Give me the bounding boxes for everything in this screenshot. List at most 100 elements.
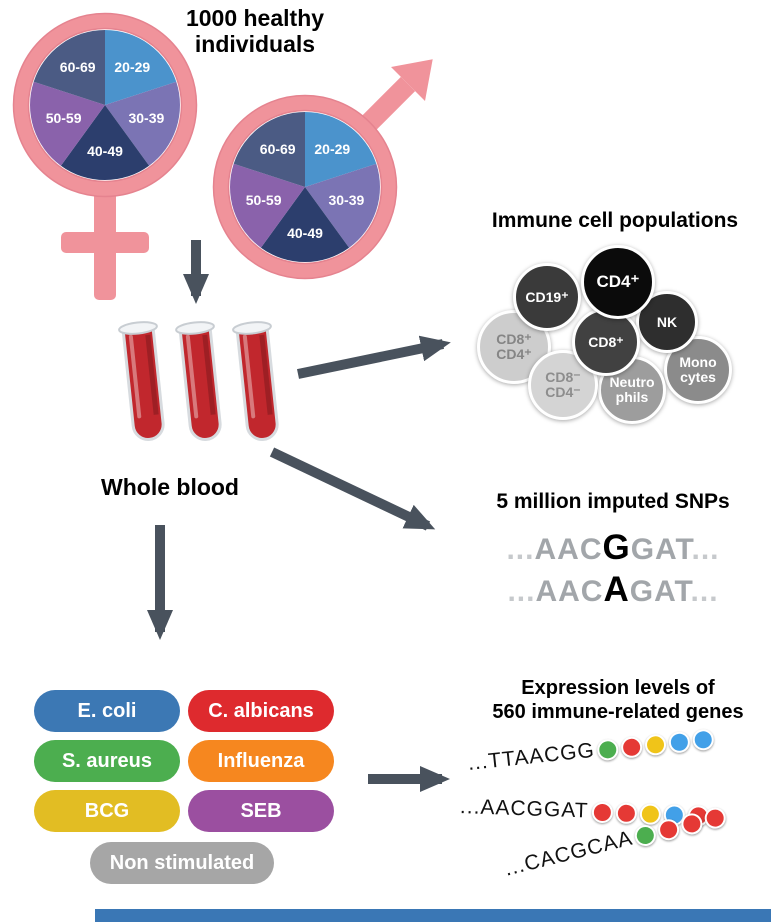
stimulus-saureus: S. aureus: [34, 740, 180, 782]
expression-bead: [596, 737, 620, 761]
age-slice-50-59: [30, 81, 105, 166]
cell-label: CD8⁺: [496, 331, 532, 347]
stimulus-ecoli: E. coli: [34, 690, 180, 732]
age-slice-20-29: [305, 112, 377, 187]
expression-bead: [679, 810, 705, 837]
ellipsis: ...: [691, 533, 720, 566]
age-slice-40-49: [60, 105, 150, 181]
age-label-20-29: 20-29: [314, 141, 350, 157]
pill-label: SEB: [240, 799, 282, 822]
expression-title-line2: 560 immune-related genes: [492, 701, 744, 723]
expression-bead: [591, 801, 613, 823]
sequence-text: GAT: [629, 575, 691, 608]
blood-tube: [175, 321, 222, 441]
age-slice-50-59: [230, 163, 305, 248]
sequence-text: AAC: [535, 575, 604, 608]
age-slice-20-29: [105, 30, 177, 105]
sequence-text: AAC: [534, 533, 603, 566]
age-slice-60-69: [233, 112, 305, 187]
ellipsis: ...: [507, 575, 536, 608]
cell-label: phils: [615, 389, 649, 405]
arrow-blood-to-cells: [296, 335, 451, 379]
cell-label: Neutro: [609, 374, 655, 390]
pill-label: S. aureus: [61, 749, 153, 772]
headline-line1: 1000 healthy: [185, 5, 325, 31]
expression-bead: [668, 730, 692, 754]
cell-label: NK: [656, 313, 678, 330]
pill-label: Influenza: [217, 749, 305, 772]
male-ring-outline-inner: [227, 109, 383, 265]
cell-cd8neg-cd4neg: CD8⁻ CD4⁻: [528, 350, 598, 420]
snp-sequence-ref: ...AACGGAT...: [455, 528, 771, 568]
male-ring: [213, 95, 397, 279]
stimulus-calbicans: C. albicans: [188, 690, 334, 732]
cell-label: cytes: [680, 369, 716, 385]
snp-allele: A: [603, 570, 630, 609]
female-ring: [13, 13, 197, 197]
female-crossbar: [61, 232, 149, 253]
expression-bead: [644, 732, 668, 756]
stimulus-influenza: Influenza: [188, 740, 334, 782]
age-label-60-69: 60-69: [60, 59, 96, 75]
pill-label: C. albicans: [208, 699, 314, 722]
read-sequence: ...AACGGAT: [459, 795, 589, 823]
immune-cell-cluster: CD8⁺ CD4⁺ Mono cytes Neutro phils CD8⁻ C…: [470, 243, 770, 433]
cell-label: CD19⁺: [525, 288, 569, 305]
ellipsis: ...: [690, 575, 719, 608]
expression-bead: [632, 822, 659, 848]
pill-label: BCG: [84, 799, 130, 822]
blood-tube: [232, 321, 279, 441]
ellipsis: ...: [506, 533, 535, 566]
blood-tubes: [118, 321, 279, 441]
headline-line2: individuals: [194, 31, 316, 57]
expression-title-line1: Expression levels of: [521, 677, 715, 699]
male-arrow-shaft: [357, 76, 416, 135]
figure-headline: 1000 healthy individuals: [150, 5, 360, 57]
cell-cd4: CD4⁺: [581, 245, 655, 319]
expression-bead: [620, 735, 644, 759]
cell-label: CD4⁻: [545, 384, 581, 400]
cell-label: Mono: [679, 354, 717, 370]
age-slice-60-69: [33, 30, 106, 105]
age-label-40-49: 40-49: [287, 225, 323, 241]
age-label-30-39: 30-39: [128, 110, 164, 126]
sequence-text: GAT: [630, 533, 692, 566]
age-label-50-59: 50-59: [46, 110, 82, 126]
stimulus-bcg: BCG: [34, 790, 180, 832]
expression-bead: [692, 727, 716, 751]
age-slice-30-39: [105, 81, 180, 166]
cell-label: CD8⁻: [545, 369, 581, 385]
age-label-50-59: 50-59: [246, 192, 282, 208]
female-ring-outline-inner: [27, 27, 183, 183]
cell-monocytes: Mono cytes: [664, 336, 732, 404]
male-arrow-head: [391, 59, 433, 101]
stimulus-seb: SEB: [188, 790, 334, 832]
arrow-blood-to-snps: [269, 447, 436, 531]
immune-populations-title: Immune cell populations: [491, 209, 739, 232]
snp-allele: G: [602, 528, 631, 567]
age-label-60-69: 60-69: [260, 141, 296, 157]
cell-label: CD4⁺: [496, 346, 532, 362]
age-slice-40-49: [260, 187, 350, 263]
snp-sequence-alt: ...AACAGAT...: [455, 570, 771, 610]
snps-title: 5 million imputed SNPs: [496, 490, 730, 513]
age-label-40-49: 40-49: [87, 143, 123, 159]
age-label-20-29: 20-29: [114, 59, 150, 75]
female-symbol-pie: 20-29 30-39 40-49 50-59 60-69: [12, 12, 198, 300]
cell-cd8: CD8⁺: [572, 308, 640, 376]
age-slice-30-39: [305, 163, 380, 248]
cell-cd19: CD19⁺: [513, 263, 581, 331]
male-symbol-pie: 20-29 30-39 40-49 50-59 60-69: [212, 59, 433, 280]
expression-bead: [615, 801, 637, 824]
blood-tube: [118, 321, 165, 441]
stimulus-non-stimulated: Non stimulated: [90, 842, 274, 884]
cell-label: CD8⁺: [588, 333, 624, 350]
cell-label: CD4⁺: [596, 272, 640, 291]
whole-blood-label: Whole blood: [101, 474, 239, 500]
female-ring-outline-outer: [12, 12, 198, 198]
pill-label: E. coli: [77, 699, 137, 722]
age-label-30-39: 30-39: [328, 192, 364, 208]
male-ring-outline-outer: [212, 94, 398, 280]
